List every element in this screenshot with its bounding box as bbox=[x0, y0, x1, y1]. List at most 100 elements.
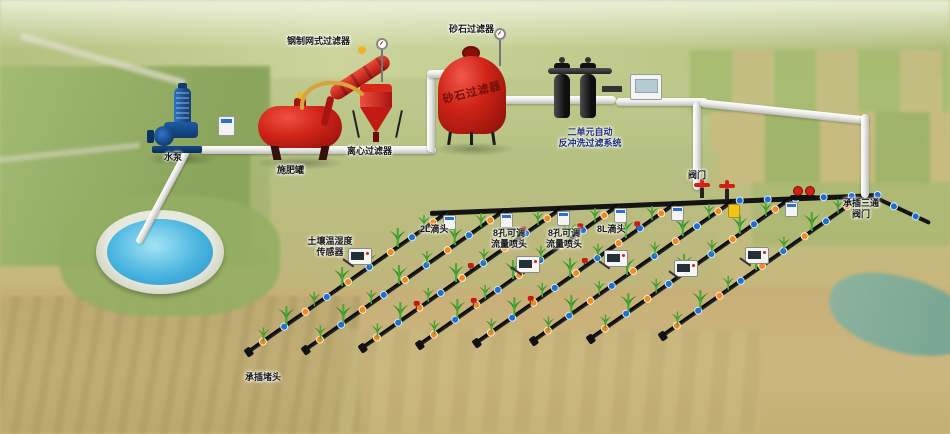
plant-anchor bbox=[650, 278, 663, 294]
water-pond bbox=[96, 210, 224, 294]
sensor-screen bbox=[519, 260, 532, 268]
centrifugal-cap bbox=[360, 84, 392, 93]
backwash-outlet bbox=[602, 86, 622, 92]
pipe-drop-valve bbox=[693, 102, 701, 190]
plant-icon bbox=[427, 320, 441, 336]
emitter-dot bbox=[663, 277, 675, 289]
sand-filter-tank bbox=[438, 56, 506, 134]
plant-icon bbox=[307, 291, 321, 308]
plant-anchor bbox=[599, 313, 612, 330]
drip-lateral bbox=[414, 203, 621, 352]
sprinkler-anchor bbox=[634, 221, 641, 232]
pump-base bbox=[152, 146, 202, 153]
plant-icon bbox=[759, 201, 773, 217]
tee-handle bbox=[805, 186, 815, 196]
centrifugal-filter bbox=[352, 84, 404, 148]
pump-control-box bbox=[218, 116, 235, 136]
sprinkler-icon bbox=[634, 221, 641, 232]
plant-icon bbox=[531, 210, 545, 226]
plant-anchor bbox=[803, 211, 820, 233]
emitter-dot bbox=[463, 229, 475, 241]
pump-volute bbox=[154, 126, 174, 146]
line-end-plug bbox=[471, 337, 483, 349]
plant-anchor bbox=[747, 250, 765, 272]
plant-icon bbox=[364, 289, 378, 305]
plant-anchor bbox=[531, 210, 544, 227]
centrifugal-cone bbox=[360, 107, 392, 133]
pipe-riser-sand bbox=[427, 74, 435, 152]
sprinkler-anchor bbox=[527, 296, 534, 307]
plant-icon bbox=[448, 298, 467, 320]
plant-anchor bbox=[506, 297, 523, 318]
plant-icon bbox=[484, 318, 498, 334]
centrifugal-cylinder bbox=[360, 92, 392, 107]
backwash-tank bbox=[580, 74, 596, 118]
backwash-top-manifold bbox=[548, 68, 612, 74]
emitter-dot bbox=[378, 289, 390, 301]
backwash-cap bbox=[554, 63, 570, 70]
sprinkler-stem bbox=[415, 305, 417, 311]
plant-anchor bbox=[447, 262, 465, 284]
plant-icon bbox=[831, 198, 845, 214]
valve-stem bbox=[700, 188, 704, 198]
plant-icon bbox=[334, 303, 353, 325]
plant-icon bbox=[505, 296, 524, 318]
plant-icon bbox=[561, 257, 580, 279]
sensor-led bbox=[366, 252, 369, 255]
plant-icon bbox=[619, 291, 638, 313]
pipe-backwash-out bbox=[616, 98, 708, 106]
emitter-dot bbox=[584, 295, 597, 307]
plant-anchor bbox=[674, 216, 691, 238]
plant-icon bbox=[705, 238, 719, 255]
emitter-dot bbox=[549, 282, 561, 294]
plant-icon bbox=[588, 207, 602, 224]
emitter-dot bbox=[321, 291, 333, 303]
plant-icon bbox=[721, 274, 735, 291]
drip-lateral bbox=[300, 208, 507, 356]
emitter-dot bbox=[606, 280, 618, 292]
plant-anchor bbox=[561, 258, 579, 279]
manifold-valve bbox=[694, 179, 710, 198]
label-8l-dripper: 8L滴头 bbox=[597, 224, 626, 234]
plant-icon bbox=[313, 324, 327, 341]
emitter-dot bbox=[385, 246, 397, 259]
plant-icon bbox=[420, 250, 434, 266]
plant-icon bbox=[390, 264, 409, 286]
emitter-dot bbox=[641, 292, 654, 304]
plant-anchor bbox=[692, 289, 709, 311]
plant-icon bbox=[649, 277, 663, 294]
label-valve: 阀门 bbox=[688, 170, 707, 180]
label-soil-sensor: 土壤温湿度 传感器 bbox=[307, 236, 353, 258]
sand-gravel-filter: 砂石过滤器 bbox=[434, 42, 512, 148]
gauge-dial bbox=[376, 38, 388, 50]
sensor-led bbox=[692, 264, 695, 267]
emitter-dot bbox=[691, 220, 703, 232]
line-end-plug bbox=[657, 329, 669, 342]
plant-anchor bbox=[390, 265, 408, 286]
sensor-display bbox=[604, 250, 628, 267]
plant-anchor bbox=[422, 287, 435, 304]
plant-anchor bbox=[479, 285, 492, 301]
plant-icon bbox=[598, 313, 612, 329]
sprinkler-stem bbox=[472, 303, 474, 309]
socket-tee-valve bbox=[790, 186, 816, 204]
line-controller bbox=[671, 206, 684, 222]
sensor-display bbox=[674, 260, 698, 277]
sprinkler-anchor bbox=[467, 262, 474, 274]
sprinkler-stem bbox=[529, 301, 531, 307]
plant-icon bbox=[388, 227, 407, 249]
sensor-screen bbox=[351, 252, 364, 260]
sprinkler-icon bbox=[467, 262, 474, 273]
plant-icon bbox=[592, 280, 606, 296]
plant-icon bbox=[702, 203, 716, 219]
plant-icon bbox=[541, 315, 555, 332]
gauge-stem bbox=[499, 38, 501, 66]
tank-valve-knob bbox=[297, 92, 304, 99]
label-sand-filter: 砂石过滤器 bbox=[449, 24, 495, 34]
line-controller bbox=[614, 208, 627, 224]
plant-icon bbox=[562, 294, 581, 316]
tank-leg bbox=[270, 146, 282, 160]
line-controller bbox=[557, 210, 570, 226]
plant-anchor bbox=[542, 316, 555, 332]
